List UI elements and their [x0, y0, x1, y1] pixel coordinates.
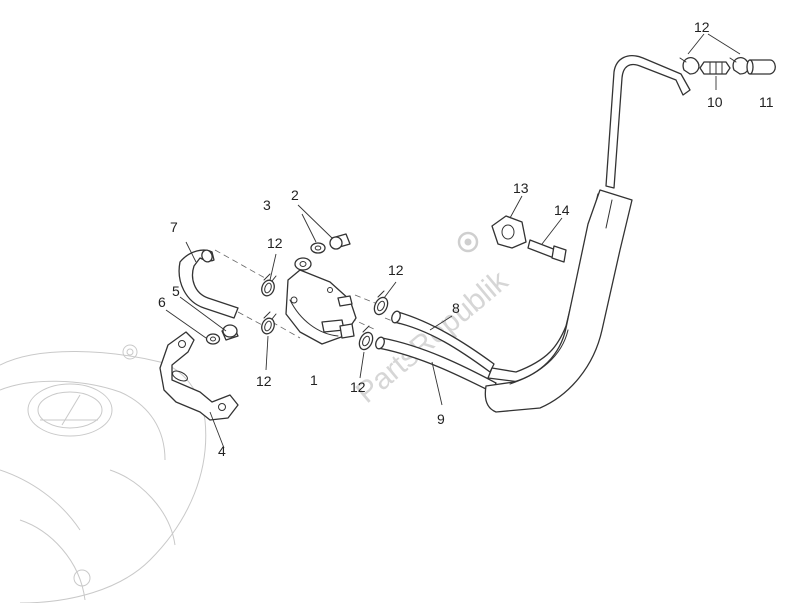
- part-7-bent-hose: [178, 249, 239, 319]
- part-6-washer: [205, 333, 221, 345]
- gear-watermark-icon: [457, 231, 479, 253]
- callout-12-lower-left: 12: [256, 373, 272, 389]
- callout-14: 14: [554, 202, 570, 218]
- callout-8: 8: [452, 300, 460, 316]
- callout-labels: 1 2 3 4 5 6 7 8 9 10 11 12 12 12 12 12 1…: [158, 19, 774, 459]
- callout-4: 4: [218, 443, 226, 459]
- callout-6: 6: [158, 294, 166, 310]
- part-10-fitting: [699, 61, 731, 75]
- part-12-spring-clamp-upper-left: [261, 273, 277, 297]
- callout-5: 5: [172, 283, 180, 299]
- part-12-spring-clamp-lower-right: [358, 325, 374, 351]
- engine-ghost-outline: [0, 344, 207, 603]
- part-4-mounting-bracket: [159, 331, 239, 421]
- callout-12-upper-left: 12: [267, 235, 283, 251]
- part-12-clip-left: [679, 56, 700, 75]
- callout-12-top-right: 12: [694, 19, 710, 35]
- callout-12-lower-right: 12: [350, 379, 366, 395]
- callout-2: 2: [291, 187, 299, 203]
- part-5-bolt: [221, 324, 239, 341]
- part-14-bolt: [527, 239, 567, 263]
- callout-9: 9: [437, 411, 445, 427]
- callout-leader-lines: [165, 33, 741, 449]
- part-3-washer: [310, 242, 326, 254]
- part-8-hose: [391, 310, 495, 373]
- part-13-clamp: [491, 215, 527, 249]
- callout-1: 1: [310, 372, 318, 388]
- part-9-hose: [375, 336, 497, 393]
- callout-11: 11: [759, 94, 774, 110]
- callout-3: 3: [263, 197, 271, 213]
- callout-10: 10: [707, 94, 723, 110]
- callout-13: 13: [513, 180, 529, 196]
- part-12-spring-clamp-lower-left: [261, 311, 277, 335]
- part-2-screw: [329, 233, 351, 250]
- callout-7: 7: [170, 219, 178, 235]
- callout-12-upper-right: 12: [388, 262, 404, 278]
- part-11-sleeve: [746, 59, 776, 75]
- part-12-clip-right: [729, 56, 750, 75]
- part-12-spring-clamp-upper-right: [373, 290, 389, 316]
- part-1-fuel-pump: [285, 257, 357, 345]
- fuel-pipe-assembly: [484, 55, 691, 413]
